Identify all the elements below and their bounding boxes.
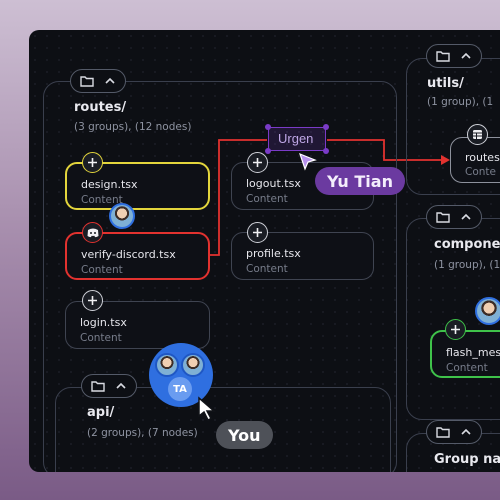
plus-icon[interactable] <box>247 222 268 243</box>
node-routes-util-name: routes <box>465 151 500 164</box>
folder-icon[interactable] <box>91 380 105 392</box>
group-components-summary: (1 group), (1 <box>434 259 500 271</box>
group-utils-title: utils/ <box>427 76 464 91</box>
node-profile-sub: Content <box>246 263 288 275</box>
node-logout-name: logout.tsx <box>246 177 301 190</box>
cursor-label-yu-tian-text: Yu Tian <box>327 171 393 191</box>
resize-handle[interactable] <box>265 124 271 130</box>
folder-icon[interactable] <box>436 50 450 62</box>
chevron-up-icon[interactable] <box>460 51 472 61</box>
edge-urgen-to-routes <box>327 139 447 161</box>
avatar <box>109 203 135 229</box>
avatar-initials-text: TA <box>173 383 187 395</box>
plus-icon[interactable] <box>247 152 268 173</box>
chevron-up-icon[interactable] <box>104 76 116 86</box>
group-routes-summary: (3 groups), (12 nodes) <box>74 121 192 133</box>
group-api[interactable] <box>55 387 391 472</box>
node-verify-discord-name: verify-discord.tsx <box>81 248 176 261</box>
group-utils-summary: (1 group), (1 <box>427 96 494 108</box>
discord-icon[interactable] <box>82 222 103 243</box>
folder-icon[interactable] <box>80 75 94 87</box>
group-components-controls[interactable] <box>426 205 482 229</box>
edge-arrowhead <box>441 155 450 165</box>
node-login-name: login.tsx <box>80 316 127 329</box>
group-api-summary: (2 groups), (7 nodes) <box>87 427 198 439</box>
plus-icon[interactable] <box>445 319 466 340</box>
resize-handle[interactable] <box>265 148 271 154</box>
group-components-title: componen <box>434 237 500 252</box>
cursor-label-you: You <box>216 421 273 449</box>
node-verify-discord-sub: Content <box>81 264 123 276</box>
chevron-up-icon[interactable] <box>460 427 472 437</box>
plus-icon[interactable] <box>82 152 103 173</box>
node-design-name: design.tsx <box>81 178 138 191</box>
cursor-arrow-icon <box>299 152 317 171</box>
presence-avatar-group[interactable]: TA <box>149 343 213 407</box>
node-flash-message-sub: Content <box>446 362 488 374</box>
node-design-sub: Content <box>81 194 123 206</box>
chevron-up-icon[interactable] <box>460 212 472 222</box>
chevron-up-icon[interactable] <box>115 381 127 391</box>
node-profile-name: profile.tsx <box>246 247 301 260</box>
edge-layer <box>209 139 450 256</box>
plus-icon[interactable] <box>82 290 103 311</box>
node-routes-util-sub: Conte <box>465 166 496 178</box>
group-routes[interactable] <box>43 81 397 472</box>
edge-verify-to-urgen <box>209 139 267 256</box>
folder-icon[interactable] <box>436 426 450 438</box>
group-api-controls[interactable] <box>81 374 137 398</box>
avatar <box>181 353 205 377</box>
group-api-title: api/ <box>87 405 115 420</box>
cursor-label-yu-tian: Yu Tian <box>315 167 405 195</box>
group-unnamed-controls[interactable] <box>426 420 482 444</box>
group-routes-controls[interactable] <box>70 69 126 93</box>
group-utils-controls[interactable] <box>426 44 482 68</box>
edge-label-editor[interactable]: Urgen <box>268 127 326 151</box>
node-flash-message-name: flash_mess <box>446 346 500 359</box>
cursor-label-you-text: You <box>228 425 261 445</box>
resize-handle[interactable] <box>323 124 329 130</box>
group-unnamed-title: Group nam <box>434 452 500 467</box>
node-canvas[interactable]: routes/ (3 groups), (12 nodes) design.ts… <box>29 30 500 472</box>
node-logout-sub: Content <box>246 193 288 205</box>
edge-label-text[interactable]: Urgen <box>278 131 314 146</box>
cursor-arrow-icon <box>198 396 217 422</box>
folder-icon[interactable] <box>436 211 450 223</box>
group-routes-title: routes/ <box>74 100 127 115</box>
table-icon[interactable] <box>467 124 488 145</box>
node-flash-message[interactable]: flash_mess Content <box>430 330 500 378</box>
resize-handle[interactable] <box>323 148 329 154</box>
avatar-initials: TA <box>168 377 192 401</box>
node-login-sub: Content <box>80 332 122 344</box>
avatar <box>155 353 179 377</box>
avatar <box>475 297 500 325</box>
